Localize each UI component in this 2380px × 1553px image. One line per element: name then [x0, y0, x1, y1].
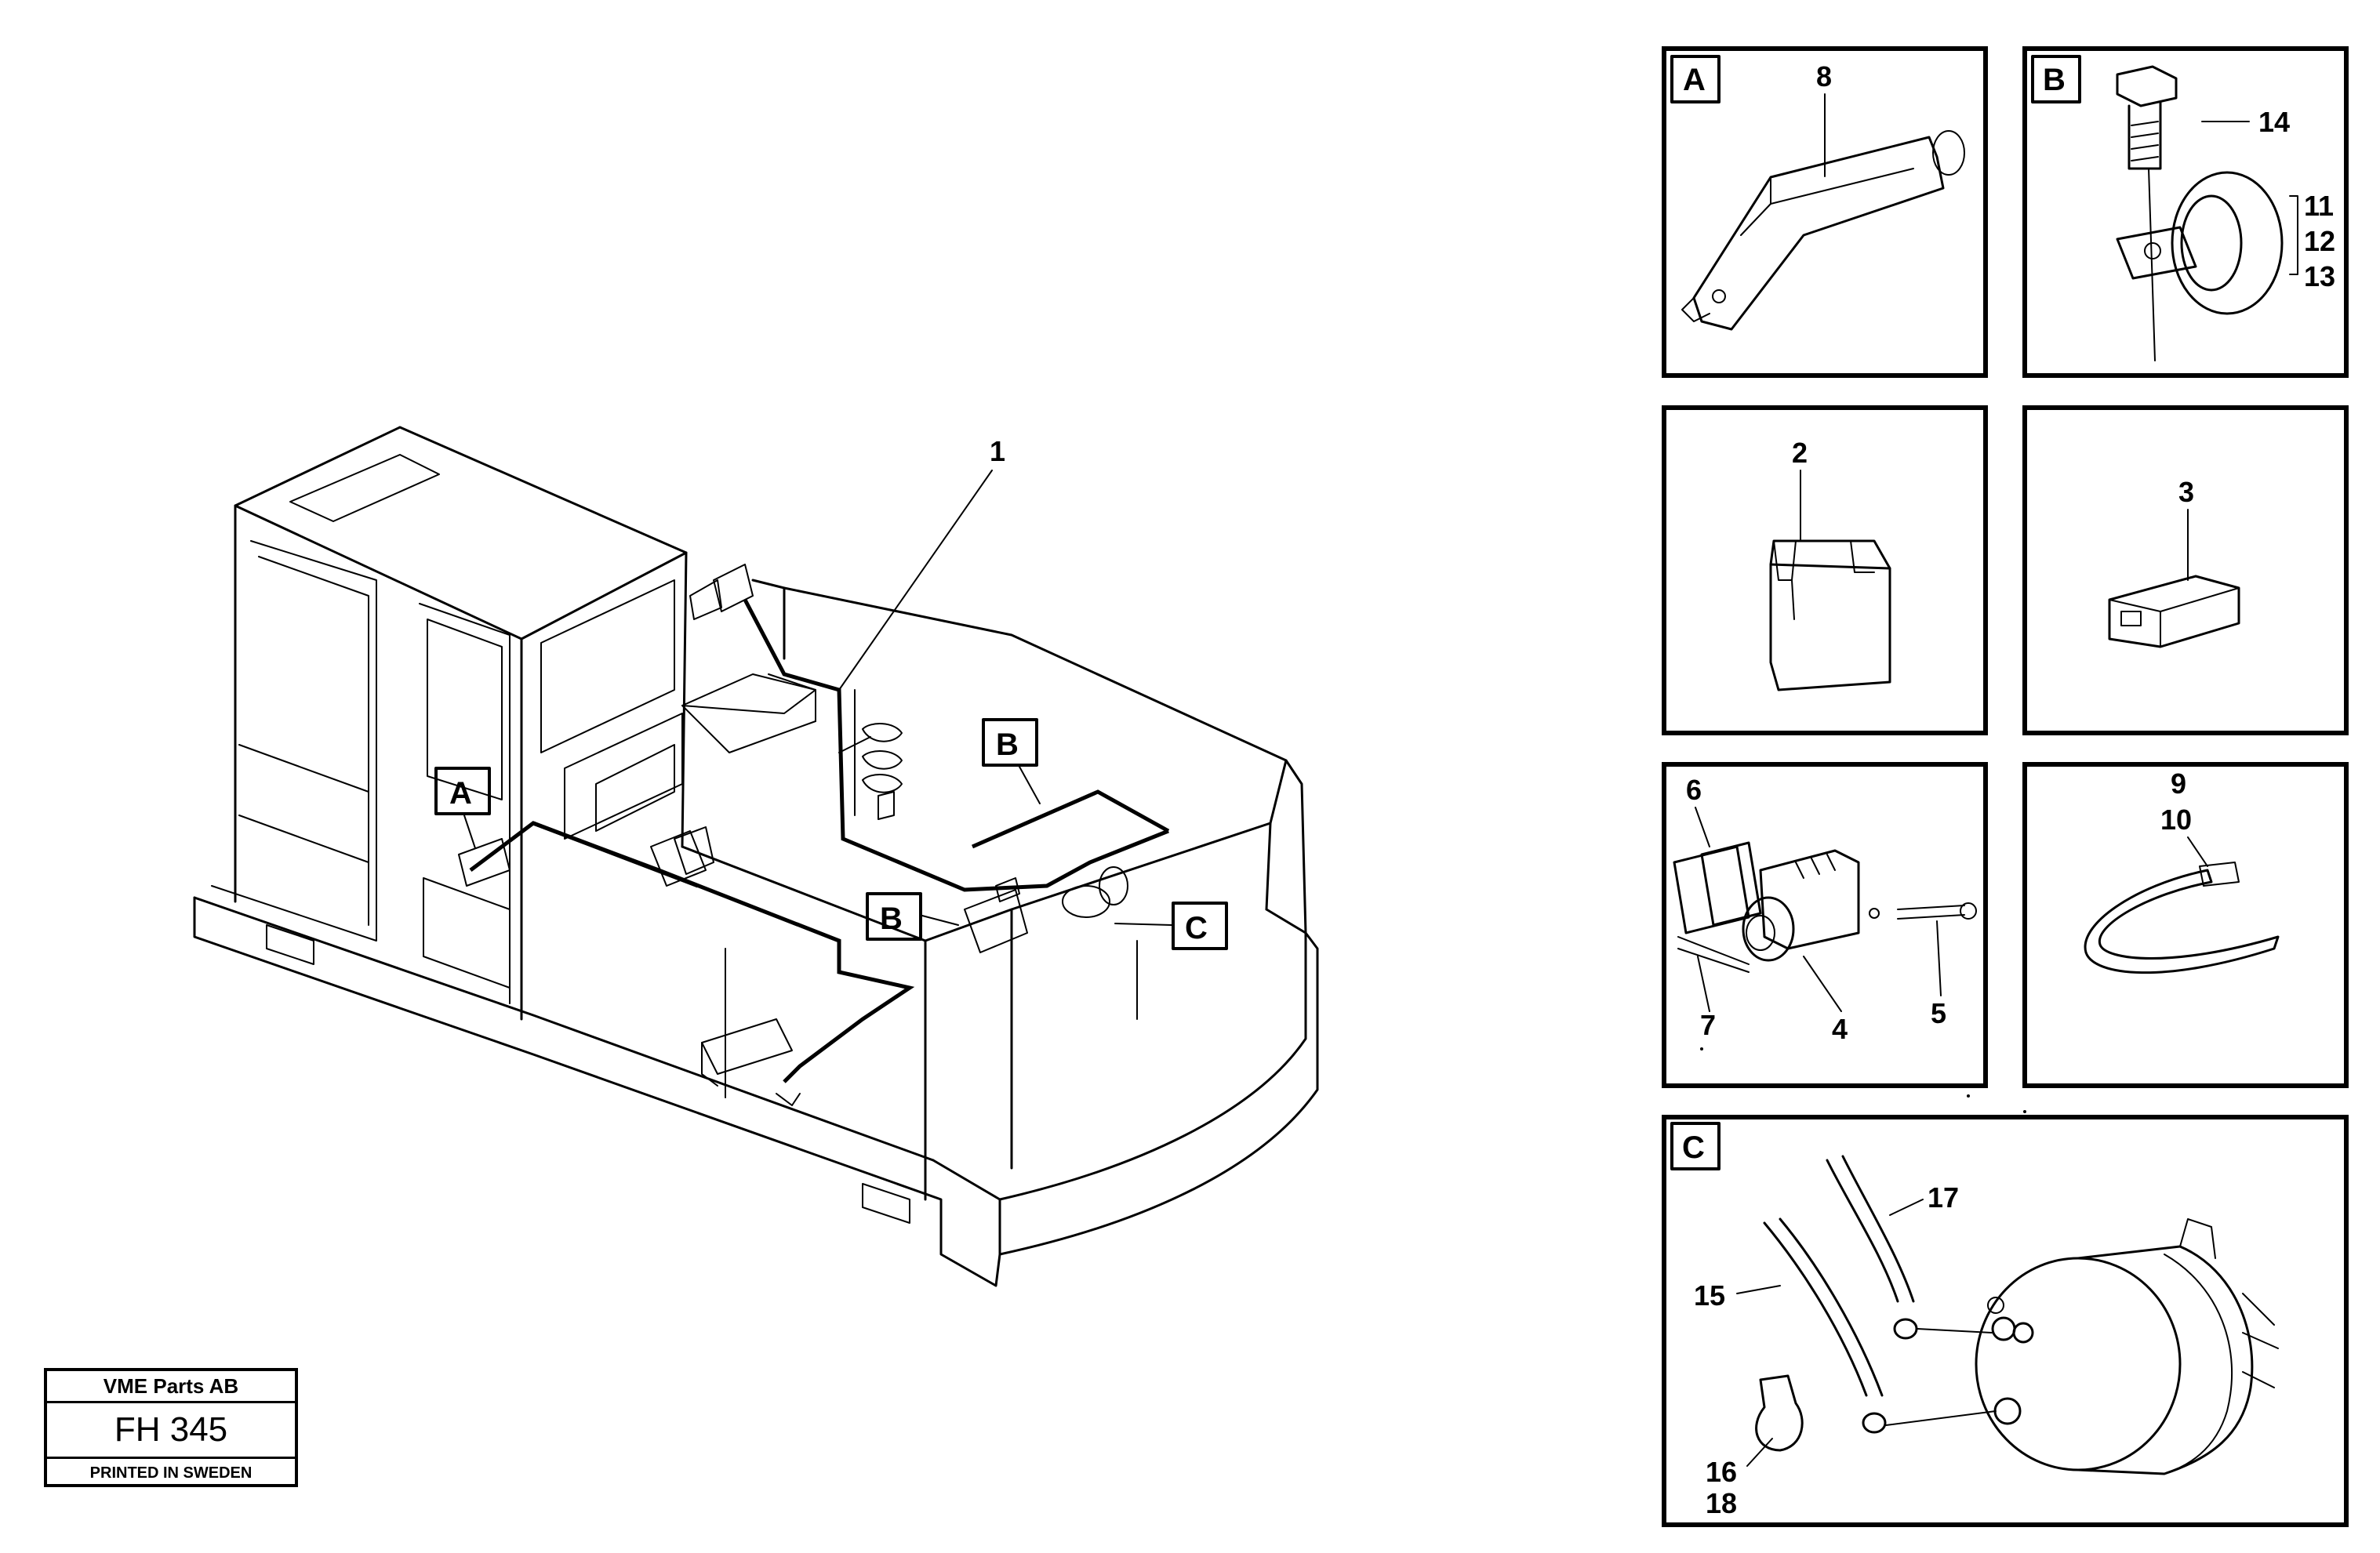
stamp-printed: PRINTED IN SWEDEN — [89, 1464, 253, 1482]
detail-panel-strap: 9 10 — [2022, 762, 2349, 1088]
callout-10: 10 — [2160, 804, 2192, 836]
panel-c-letter: C — [1682, 1130, 1705, 1165]
callout-4: 4 — [1832, 1013, 1848, 1045]
main-callouts: 1 A B B C — [434, 435, 1228, 950]
view-label-b-top: B — [996, 728, 1019, 762]
panel-a-letter: A — [1683, 63, 1706, 97]
callout-13: 13 — [2304, 260, 2335, 292]
callout-15: 15 — [1694, 1279, 1725, 1312]
detail-panel-relay: 2 — [1662, 405, 1988, 735]
callout-9: 9 — [2171, 767, 2186, 800]
callout-14: 14 — [2258, 106, 2290, 138]
stamp-code: FH 345 — [47, 1403, 295, 1459]
panel-b-letter: B — [2043, 63, 2066, 97]
callout-2: 2 — [1792, 437, 1808, 469]
callout-1: 1 — [990, 435, 1005, 467]
specks — [1700, 1047, 2026, 1113]
detail-panel-b: B 14 11 12 13 — [2022, 46, 2349, 378]
callout-5: 5 — [1931, 997, 1946, 1029]
callout-11: 11 — [2304, 190, 2334, 222]
callout-3: 3 — [2178, 476, 2194, 508]
detail-panel-c: C 17 15 16 18 — [1662, 1115, 2349, 1527]
callout-16: 16 — [1706, 1456, 1737, 1488]
view-label-b-bottom: B — [880, 902, 903, 936]
callout-17: 17 — [1928, 1181, 1959, 1214]
callout-6: 6 — [1686, 774, 1702, 806]
detail-panel-a: A 8 — [1662, 46, 1988, 378]
detail-panel-connector: 3 — [2022, 405, 2349, 735]
title-stamp: VME Parts AB FH 345 PRINTED IN SWEDEN — [44, 1368, 298, 1487]
stamp-company: VME Parts AB — [47, 1371, 295, 1403]
machine-illustration — [193, 426, 1319, 1287]
view-label-c: C — [1185, 911, 1208, 945]
view-label-a: A — [449, 776, 472, 811]
callout-7: 7 — [1700, 1009, 1716, 1041]
detail-panel-switch: 6 7 4 5 — [1662, 762, 1988, 1088]
callout-12: 12 — [2304, 225, 2335, 257]
callout-8: 8 — [1816, 60, 1832, 93]
callout-18: 18 — [1706, 1487, 1737, 1519]
